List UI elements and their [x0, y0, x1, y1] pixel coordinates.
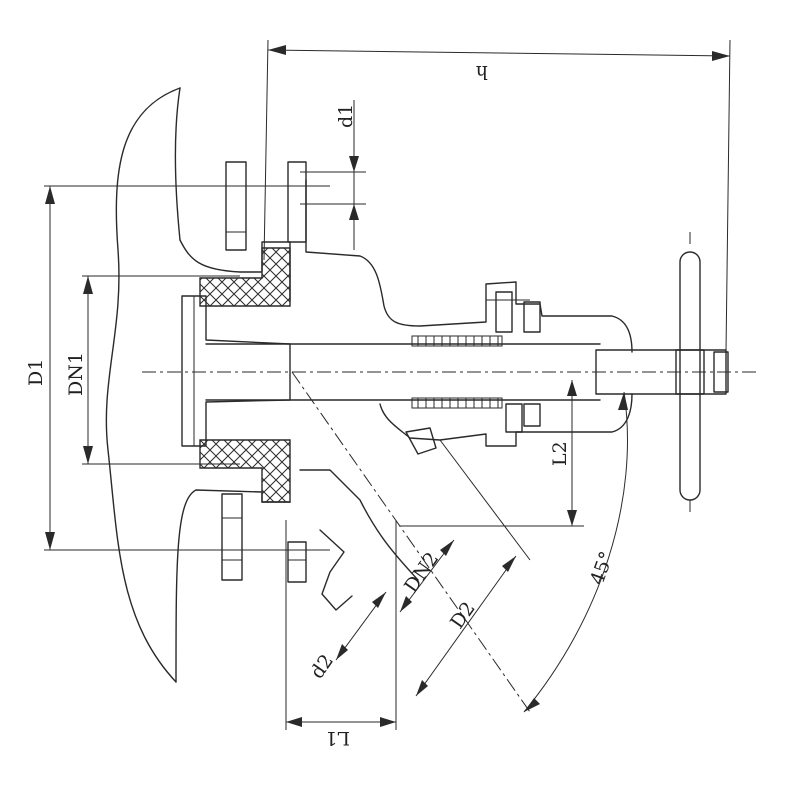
outlet-lug	[319, 529, 353, 611]
valve-disc	[181, 295, 291, 447]
dim-L1	[286, 717, 396, 727]
dim-DN1	[83, 276, 93, 464]
body-upper-contour	[305, 179, 633, 353]
label-D2: D2	[446, 598, 480, 633]
upper-stud-right	[287, 161, 307, 243]
label-L2: L2	[549, 441, 571, 466]
vessel-wall-outline	[105, 87, 181, 683]
label-D1: D1	[25, 359, 47, 386]
label-L1: L1	[325, 727, 350, 749]
label-d2: d2	[306, 650, 338, 682]
lower-stud-right	[287, 541, 307, 583]
lower-neck	[175, 489, 291, 683]
vessel-wall-inner	[174, 87, 181, 241]
dim-D2	[415, 555, 517, 697]
branch-axis-centerline	[291, 371, 531, 713]
gland-bolt-top	[486, 291, 541, 333]
dim-h	[267, 45, 731, 61]
outlet-branch-outer	[299, 469, 419, 581]
dim-DN2	[399, 539, 455, 613]
label-DN2: DN2	[400, 548, 443, 597]
label-angle: 45°	[586, 549, 618, 588]
label-DN1: DN1	[65, 352, 87, 396]
lower-stud-left	[221, 493, 243, 581]
label-d1: d1	[335, 104, 357, 128]
label-h: h	[476, 61, 488, 83]
extension-lines	[44, 39, 731, 730]
outlet-triangle	[405, 427, 437, 455]
dim-d1	[349, 100, 359, 250]
upper-stud-left	[225, 161, 247, 251]
upper-seal-ring	[199, 247, 291, 307]
dim-d2	[335, 591, 387, 661]
dim-L2	[567, 380, 577, 526]
lower-seal-ring	[199, 439, 291, 503]
dim-D1	[45, 186, 55, 550]
packing-threads	[411, 335, 503, 409]
dim-angle-45	[523, 391, 628, 713]
body-lower-contour	[379, 393, 633, 447]
gland-bolt-bottom	[505, 403, 541, 433]
